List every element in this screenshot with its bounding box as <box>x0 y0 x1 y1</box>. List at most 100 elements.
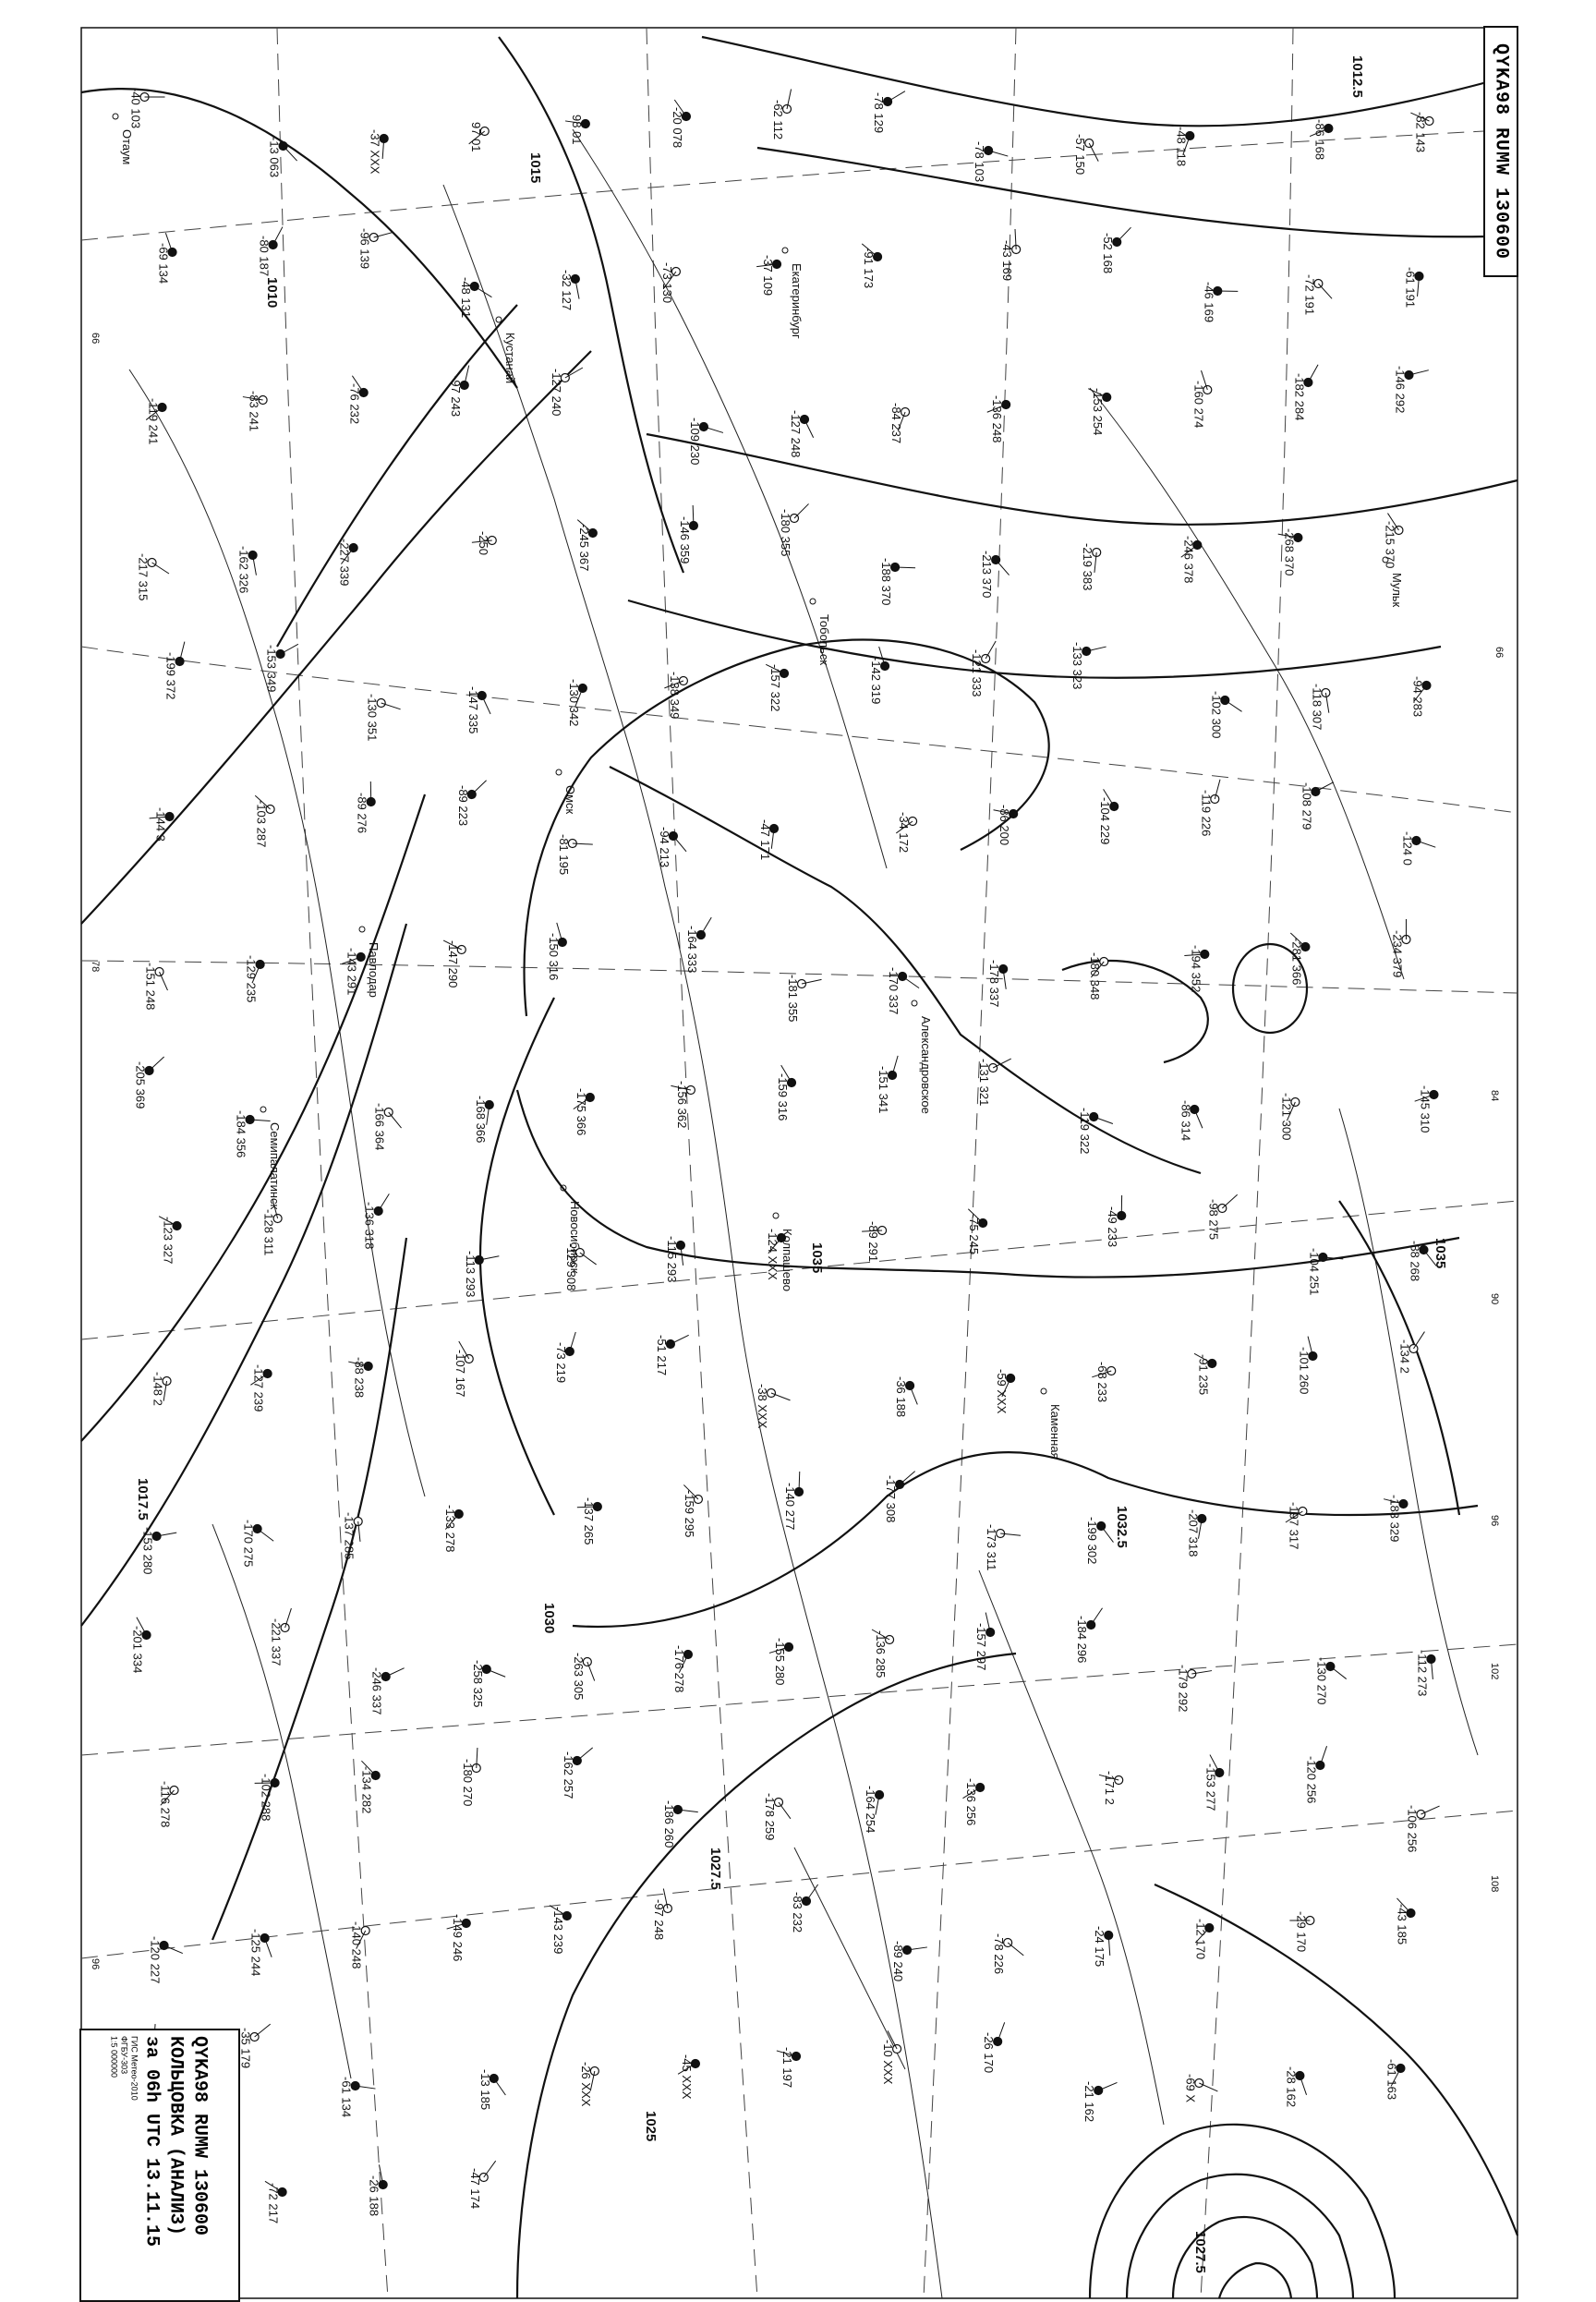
station-value: -129 235 <box>245 955 259 1002</box>
station-value: -81 195 <box>557 834 571 875</box>
station-value: -162 257 <box>562 1751 575 1799</box>
station-plot: -146 359 <box>678 505 698 563</box>
wind-barb <box>1413 1332 1424 1349</box>
station-value: -194 352 <box>1189 945 1203 992</box>
station-value: -98 275 <box>1206 1199 1220 1240</box>
wind-barb <box>1008 1943 1023 1956</box>
station-plot: -89 223 <box>456 781 487 826</box>
station-plot: 98 01 <box>565 115 589 145</box>
wind-barb <box>1225 700 1241 711</box>
station-value: -37 XXX <box>369 129 382 175</box>
station-plot: -162 257 <box>562 1748 593 1799</box>
station-plot: -130 342 <box>567 679 587 726</box>
station-value: -184 356 <box>235 1110 248 1157</box>
station-plot: -81 195 <box>557 834 593 875</box>
station-plot: -69 134 <box>157 233 177 284</box>
station-plot: -250 <box>472 531 496 555</box>
station-plot: -83 241 <box>243 391 267 431</box>
header-top-text: QYKA98 RUMW 130600 <box>1491 43 1512 260</box>
station-plot: -115 293 <box>665 1236 685 1282</box>
station-plot: -89 276 <box>356 781 376 833</box>
station-plot: -157 297 <box>974 1613 995 1671</box>
station-value: -125 244 <box>249 1929 263 1976</box>
station-plot: -151 248 <box>144 963 168 1010</box>
station-plot: -96 139 <box>358 228 393 269</box>
station-plot: -35 179 <box>239 2024 271 2068</box>
station-value: -69 X <box>1183 2074 1197 2102</box>
station-value: -115 293 <box>665 1236 679 1282</box>
station-value: -61 163 <box>1384 2059 1398 2100</box>
grid-label: 108 <box>1489 1875 1500 1892</box>
grid-label: 96 <box>90 1958 101 1969</box>
grid-label: 102 <box>1489 1663 1500 1679</box>
station-value: -140 277 <box>783 1483 797 1530</box>
station-plot: -91 173 <box>862 244 882 288</box>
city-name: Новосибирск <box>568 1201 582 1274</box>
station-plot: -37 XXX <box>369 129 389 175</box>
station-value: -134 282 <box>360 1766 374 1813</box>
isobar-label: 1027.5 <box>707 1848 723 1890</box>
station-plot: -61 163 <box>1384 2059 1405 2100</box>
station-value: -143 239 <box>551 1907 565 1954</box>
city-marker <box>773 1213 779 1218</box>
wind-barb <box>160 972 168 990</box>
station-value: -116 278 <box>159 1781 173 1827</box>
station-value: -59 XXX <box>995 1369 1009 1414</box>
station-plot: -166 364 <box>373 1103 402 1150</box>
wind-barb <box>484 2161 496 2177</box>
station-value: -137 265 <box>582 1497 596 1545</box>
header-bottom-box: QYKA98 RUMW 130600 КОЛЬЦОВКА (АНАЛИЗ) за… <box>79 2029 240 2302</box>
wind-barb <box>164 1945 183 1954</box>
station-plot: 97 01 <box>469 122 490 152</box>
station-value: -133 278 <box>443 1505 457 1552</box>
station-value: -78 103 <box>973 141 986 182</box>
wind-barb <box>258 1529 274 1541</box>
isobar-label: 1012.5 <box>1349 55 1365 98</box>
station-value: -47 171 <box>758 819 772 860</box>
station-plot: -164 333 <box>685 917 711 973</box>
wind-barb <box>475 286 492 297</box>
station-plot: -138 349 <box>664 672 687 719</box>
station-plot: -183 329 <box>1384 1495 1408 1542</box>
header-bottom-small1: ГИС Метео-2010 <box>129 2036 139 2295</box>
station-value: -127 239 <box>252 1364 266 1411</box>
station-plot: -106 256 <box>1405 1805 1439 1852</box>
header-bottom-rotated: QYKA98 RUMW 130600 КОЛЬЦОВКА (АНАЛИЗ) за… <box>109 2036 212 2295</box>
station-value: -124 XXX <box>766 1229 780 1280</box>
station-plot: -164 254 <box>864 1786 884 1833</box>
station-value: -57 150 <box>1073 134 1087 175</box>
station-plot: -37 109 <box>756 255 780 296</box>
station-plot: -176 278 <box>672 1645 693 1692</box>
station-plot: -159 295 <box>683 1484 703 1537</box>
station-value: -52 168 <box>1101 233 1115 273</box>
station-value: -61 191 <box>1403 267 1417 308</box>
station-value: -94 213 <box>658 827 671 867</box>
wind-barb <box>472 781 487 794</box>
station-value: 98 01 <box>570 115 584 145</box>
wind-barb <box>494 2078 506 2095</box>
wind-barb <box>1421 1806 1439 1814</box>
station-plot: -130 270 <box>1314 1657 1346 1704</box>
station-plot: -104 251 <box>1307 1248 1343 1295</box>
station-plot: -150 316 <box>547 923 567 980</box>
station-plot: -205 369 <box>134 1057 164 1109</box>
wind-barb <box>284 146 297 161</box>
station-value: -83 232 <box>791 1892 804 1932</box>
station-value: -78 226 <box>992 1933 1006 1974</box>
wind-barb <box>1315 782 1333 792</box>
station-plot: -234 379 <box>1390 919 1410 977</box>
graticule <box>81 28 1517 2298</box>
station-value: -45 XXX <box>680 2054 694 2100</box>
station-value: -246 337 <box>370 1667 384 1714</box>
station-value: -20 078 <box>671 107 684 148</box>
station-value: -127 240 <box>550 369 563 416</box>
station-plot: -34 172 <box>896 812 916 853</box>
station-plot: -86 314 <box>1179 1100 1203 1141</box>
station-value: -184 296 <box>1075 1616 1089 1663</box>
station-plot: -137 285 <box>343 1512 363 1559</box>
wind-barb <box>1222 1194 1237 1208</box>
station-value: -146 359 <box>678 516 692 563</box>
city-marker <box>912 1000 917 1006</box>
station-plot: -26 XXX <box>579 2062 599 2107</box>
station-plot: -127 240 <box>550 368 583 416</box>
